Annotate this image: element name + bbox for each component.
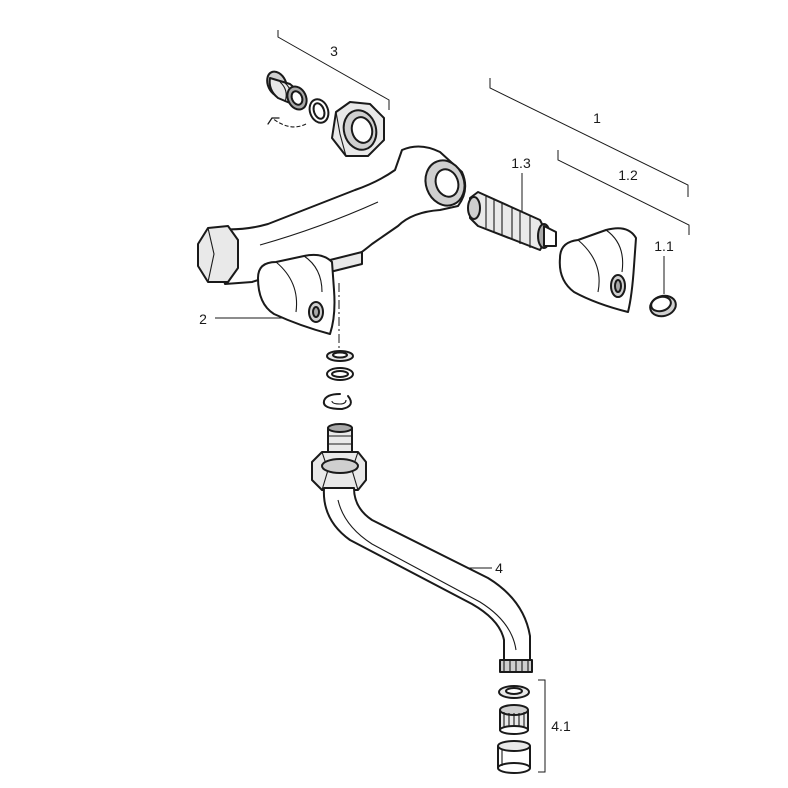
- label-4-1: 4.1: [551, 718, 571, 734]
- faucet-body: [197, 145, 467, 285]
- aerator-insert: [499, 704, 529, 735]
- bracket-1-2: [557, 150, 690, 235]
- cap: [649, 294, 677, 318]
- rotation-arrow-icon: [267, 117, 307, 128]
- retaining-clip: [322, 393, 352, 410]
- hex-nut: [331, 101, 385, 157]
- label-1-1: 1.1: [654, 238, 674, 254]
- bracket-1: [489, 78, 689, 197]
- washer-top: [326, 350, 354, 362]
- part-3-assembly: [266, 70, 385, 157]
- aerator-washer: [498, 685, 530, 699]
- label-1-3: 1.3: [511, 155, 531, 171]
- threaded-connector: [266, 70, 308, 111]
- label-3: 3: [330, 43, 338, 59]
- bracket-4-1: [538, 679, 546, 773]
- cartridge: [467, 191, 557, 251]
- bracket-3: [277, 30, 390, 110]
- aerator-housing: [497, 740, 531, 774]
- label-2: 2: [199, 311, 207, 327]
- left-handle: [257, 253, 336, 335]
- washer-middle: [326, 367, 354, 381]
- right-handle: [558, 227, 637, 313]
- label-1-2: 1.2: [618, 167, 638, 183]
- label-4: 4: [495, 560, 503, 576]
- o-ring: [308, 98, 330, 124]
- spout: [311, 423, 533, 673]
- label-1: 1: [593, 110, 601, 126]
